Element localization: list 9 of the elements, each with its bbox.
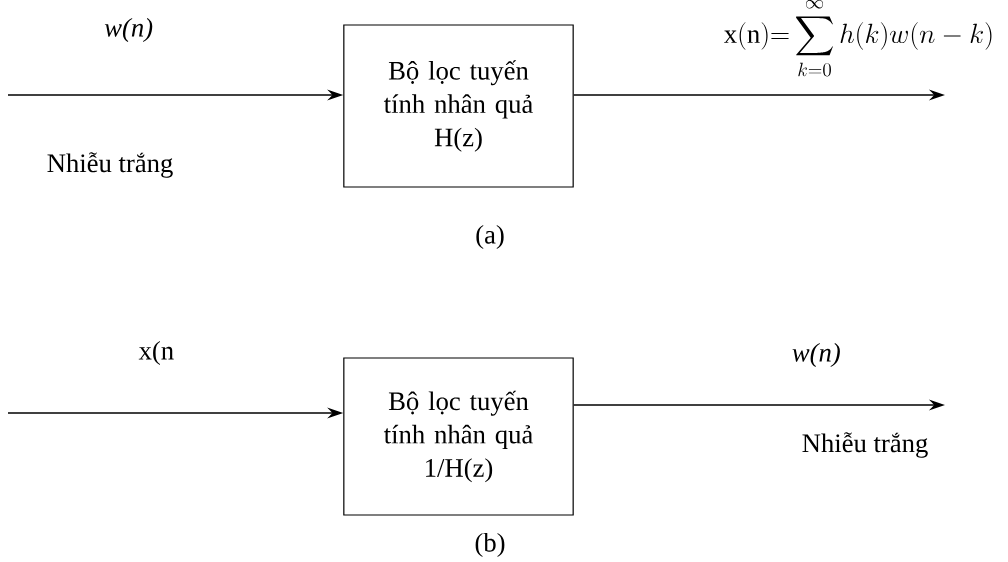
text-label: Nhiễu trắng	[47, 152, 173, 178]
text-label: (a)	[476, 224, 504, 250]
edge-label: x(n	[138, 340, 174, 366]
filter-box: Bộ lọc tuyến tính nhân quả H(z)	[343, 24, 574, 188]
text-label: Nhiễu trắng	[802, 432, 928, 458]
edge-label: w(n)	[792, 342, 840, 368]
edge-label: $\mathrm{x(n)}{=}\sum_{k=0}^{\infty}h(k)w(n-k)$	[724, 0, 992, 77]
filter-box: Bộ lọc tuyến tính nhân quả 1/H(z)	[343, 357, 574, 516]
edge-label: w(n)	[104, 17, 153, 43]
